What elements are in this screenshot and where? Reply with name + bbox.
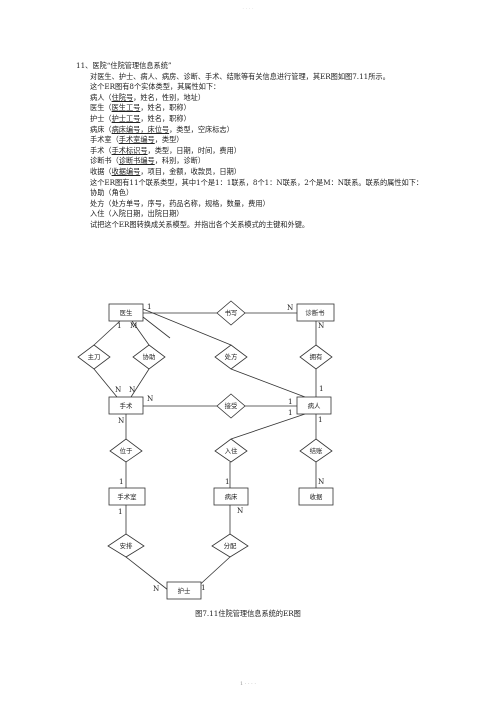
card-patient-checkout: 1 <box>318 415 323 424</box>
relation-write: 书写 <box>216 300 246 326</box>
relation-attribute-list: 协助（角色）处方（处方单号，序号，药品名称，规格，数量，费用）入住（入院日期，出… <box>76 188 428 220</box>
diagram-lines <box>93 308 317 591</box>
svg-text:入住: 入住 <box>225 446 238 455</box>
card-diag-own: N <box>318 321 324 330</box>
card-stay-bed: 1 <box>225 477 230 486</box>
entity-item: 病人（住院号，姓名，性别，地址） <box>90 92 206 102</box>
svg-text:医生: 医生 <box>120 308 133 317</box>
entity-item: 诊断书（诊断书编号，科别，诊断） <box>90 156 206 166</box>
card-doc-perform: 1 <box>117 321 122 330</box>
entity-receipt: 收据 <box>298 487 334 506</box>
relation-attribute-item: 处方（处方单号，序号，药品名称，规格，数量，费用） <box>90 198 270 208</box>
entity-doctor: 医生 <box>108 303 144 322</box>
card-write-diag: N <box>287 303 293 312</box>
page-footer: 1 · · · · <box>240 681 256 687</box>
primary-key: 住院号 <box>111 92 134 102</box>
relation-locate: 位于 <box>109 438 143 463</box>
document-text: 11、医院“住院管理信息系统” 对医生、护士、病人、病房、诊断、手术、结账等有关… <box>76 61 428 231</box>
card-doc-assist: M <box>130 321 137 330</box>
cardinality-labels: 1 N 1 M N N N 1 N 1 N 1 1 1 1 N N 1 1 N <box>115 302 324 593</box>
page-header: · · · · <box>242 6 254 12</box>
svg-text:护士: 护士 <box>178 586 191 595</box>
card-bed-assign: N <box>237 506 243 515</box>
primary-key: 病床编号，床位号 <box>111 124 170 134</box>
card-stay-patient: 1 <box>288 408 293 417</box>
relation-stay: 入住 <box>214 438 248 463</box>
task-paragraph: 试把这个ER图转换成关系模型。并指出各个关系模式的主键和外键。 <box>90 219 310 229</box>
card-assist-surg: N <box>129 385 135 394</box>
svg-text:结账: 结账 <box>310 446 323 455</box>
svg-text:处方: 处方 <box>225 352 238 361</box>
card-perform-surg: N <box>115 385 121 394</box>
relations-intro: 这个ER图有11个联系类型，其中1个是1：1联系，8个1：N联系，2个是M：N联… <box>90 177 424 187</box>
question-title: 11、医院“住院管理信息系统” <box>76 61 172 70</box>
svg-text:病床: 病床 <box>225 492 238 501</box>
relation-prescribe: 处方 <box>214 344 248 370</box>
svg-text:病人: 病人 <box>308 401 321 410</box>
relation-attribute-item: 协助（角色） <box>90 188 134 198</box>
entity-item: 手术（手术标识号，类型，日期，时间，费用） <box>90 145 241 155</box>
relation-assign: 分配 <box>211 533 249 558</box>
entity-surgery: 手术 <box>108 396 144 415</box>
entity-item: 手术室（手术室编号，类型） <box>90 135 184 145</box>
entity-item: 收据（收据编号，项目，金额，收款员，日期） <box>90 166 241 176</box>
svg-text:位于: 位于 <box>120 446 133 455</box>
svg-text:安排: 安排 <box>120 541 133 550</box>
relation-perform: 主刀 <box>77 344 111 370</box>
intro-paragraph: 对医生、护士、病人、病房、诊断、手术、结账等有关信息进行管理，其ER图如图7.1… <box>90 71 390 81</box>
svg-text:协助: 协助 <box>143 352 156 361</box>
card-nurse-assign: 1 <box>201 583 206 592</box>
primary-key: 收据编号 <box>111 166 141 176</box>
relation-attribute-item: 入住（入院日期，出院日期） <box>90 209 184 219</box>
entity-bed: 病床 <box>213 487 249 506</box>
entity-or-room: 手术室 <box>108 487 146 506</box>
svg-text:接受: 接受 <box>225 401 238 410</box>
card-own-patient: 1 <box>319 384 324 393</box>
entity-item: 病床（病床编号，床位号，类型，空床标志） <box>90 124 234 134</box>
svg-text:书写: 书写 <box>225 308 238 317</box>
svg-text:收据: 收据 <box>310 492 323 501</box>
card-locate-or: 1 <box>119 477 124 486</box>
card-receive-patient: 1 <box>288 397 293 406</box>
primary-key: 诊断书编号 <box>118 156 155 166</box>
card-nurse-arrange: N <box>153 584 159 593</box>
entity-item: 医生（医生工号，姓名，职称） <box>90 103 191 113</box>
card-surg-locate: N <box>118 416 124 425</box>
entity-nurse: 护士 <box>166 581 202 600</box>
relation-receive: 接受 <box>216 393 246 419</box>
relation-arrange: 安排 <box>107 533 145 558</box>
card-surg-receive: N <box>147 394 153 403</box>
svg-text:主刀: 主刀 <box>88 352 101 361</box>
card-or-arrange: 1 <box>118 507 123 516</box>
card-doc-write: 1 <box>147 302 152 311</box>
entities-intro: 这个ER图有8个实体类型，其属性如下： <box>90 82 221 92</box>
svg-text:分配: 分配 <box>224 541 237 550</box>
primary-key: 护士工号 <box>111 113 141 123</box>
svg-text:手术: 手术 <box>120 401 133 410</box>
relation-assist: 协助 <box>132 344 166 370</box>
entity-diagnosis: 诊断书 <box>296 303 335 322</box>
figure-caption: 图7.11住院管理信息系统的ER图 <box>195 609 301 618</box>
relation-checkout: 结账 <box>299 438 333 463</box>
primary-key: 手术室编号 <box>118 135 155 145</box>
relation-own: 拥有 <box>299 344 333 370</box>
svg-text:手术室: 手术室 <box>117 492 137 501</box>
entity-patient: 病人 <box>296 396 332 415</box>
primary-key: 手术标识号 <box>111 145 148 155</box>
card-checkout-receipt: N <box>318 477 324 486</box>
primary-key: 医生工号 <box>111 103 141 113</box>
entity-list: 病人（住院号，姓名，性别，地址）医生（医生工号，姓名，职称）护士（护士工号，姓名… <box>76 93 428 178</box>
entity-item: 护士（护士工号，姓名，职称） <box>90 113 191 123</box>
svg-text:拥有: 拥有 <box>310 352 323 361</box>
svg-text:诊断书: 诊断书 <box>305 308 325 317</box>
